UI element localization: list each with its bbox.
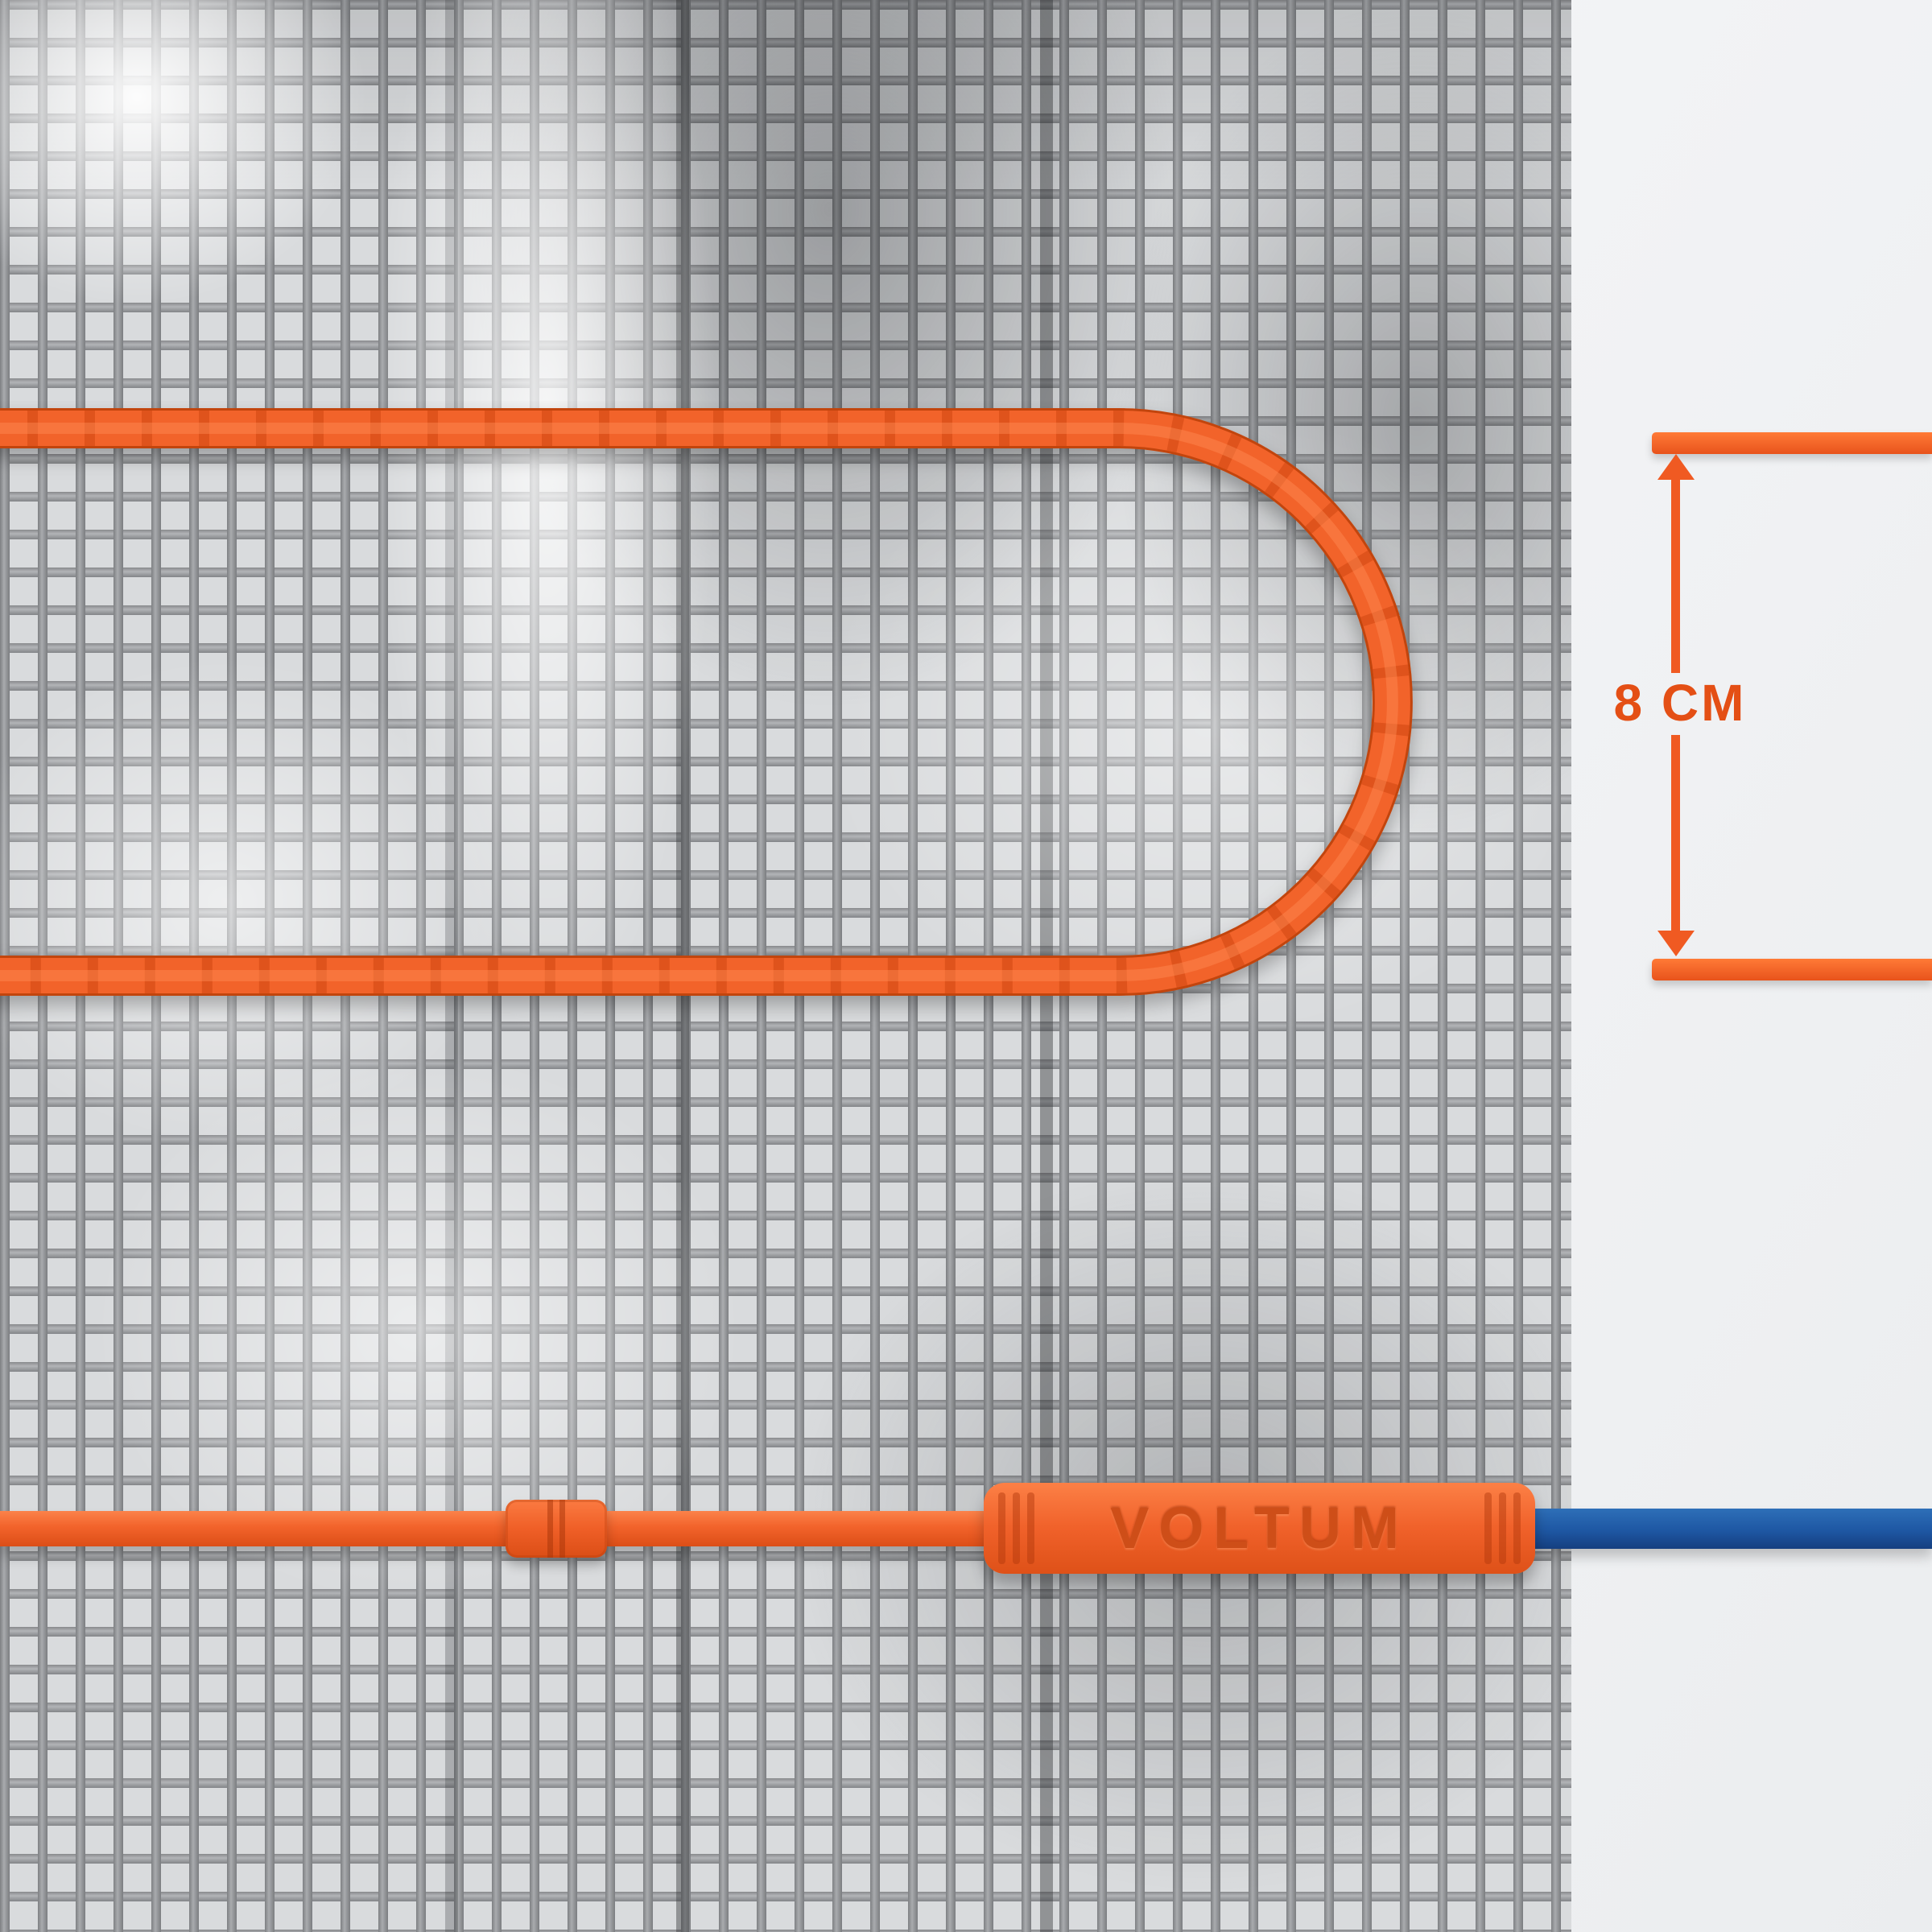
arrow-up-icon xyxy=(1657,454,1695,480)
dimension-line-lower xyxy=(1671,735,1680,931)
arrow-down-icon xyxy=(1657,931,1695,956)
cold-lead-cable-blue xyxy=(1528,1509,1932,1549)
dimension-line-upper xyxy=(1671,478,1680,673)
connector-brand-label: VOLTUM xyxy=(1110,1496,1409,1561)
power-connector-body: VOLTUM xyxy=(984,1483,1535,1574)
heating-cable-outline xyxy=(0,408,1413,996)
cable-splice-clip xyxy=(506,1500,607,1558)
dimension-label: 8 CM xyxy=(1613,674,1747,732)
heating-cable-loop xyxy=(0,408,1413,996)
clip-seam xyxy=(559,1500,565,1558)
dimension-bar-top xyxy=(1652,432,1932,454)
heating-cable-body xyxy=(0,411,1410,993)
clip-seam xyxy=(547,1500,553,1558)
dimension-bar-bottom xyxy=(1652,959,1932,980)
heating-cable-wrap-texture xyxy=(0,411,1410,993)
heating-cable-highlight xyxy=(0,423,1398,981)
